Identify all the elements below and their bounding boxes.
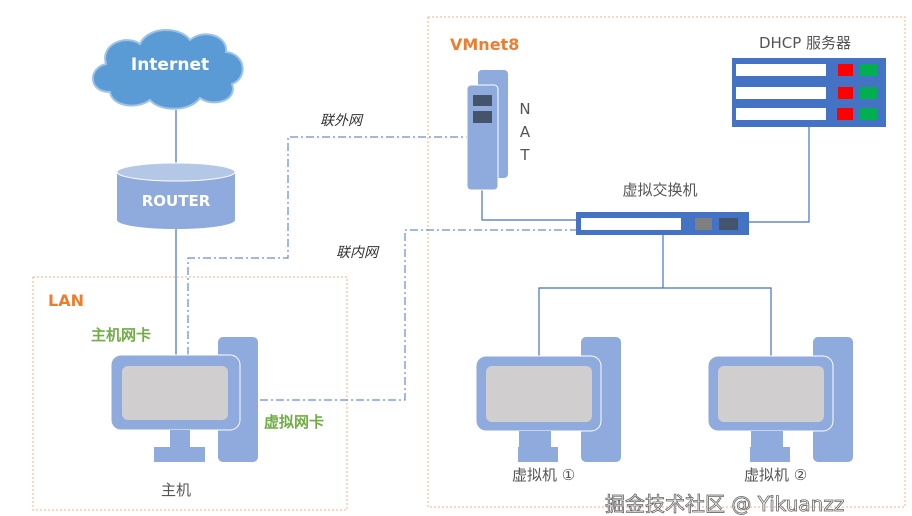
host-nic-label: 主机网卡	[91, 326, 151, 344]
switch-label: 虚拟交换机	[622, 181, 697, 199]
vm1-computer-icon	[475, 337, 621, 462]
vm2-computer-icon	[707, 337, 853, 462]
svg-text:N: N	[519, 100, 530, 118]
dhcp-server-icon	[732, 58, 886, 127]
internet-label: Internet	[131, 55, 209, 75]
vmnet8-box	[427, 16, 906, 508]
host-label: 主机	[161, 481, 191, 499]
nat-device-icon	[466, 70, 508, 191]
router-icon: ROUTER	[116, 162, 236, 229]
internal-link-label: 联内网	[336, 245, 380, 261]
lan-box	[32, 276, 348, 511]
lan-label: LAN	[48, 291, 84, 310]
external-link-label: 联外网	[320, 113, 364, 129]
virtual-nic-label: 虚拟网卡	[264, 413, 324, 431]
vm2-label: 虚拟机 ②	[744, 466, 807, 484]
host-computer-icon	[110, 337, 258, 462]
router-label: ROUTER	[142, 192, 211, 210]
external-link	[187, 136, 467, 355]
svg-text:T: T	[519, 146, 530, 164]
nat-label: N A T	[519, 100, 530, 164]
links-virtual	[187, 136, 576, 401]
virtual-switch-icon	[576, 212, 749, 235]
links-solid	[175, 110, 810, 356]
internal-link	[244, 229, 576, 401]
cloud-icon: Internet	[92, 28, 244, 110]
vm1-label: 虚拟机 ①	[512, 466, 575, 484]
svg-text:A: A	[520, 123, 531, 141]
vmnet8-label: VMnet8	[450, 35, 519, 54]
dhcp-label: DHCP 服务器	[759, 34, 851, 52]
watermark: 掘金技术社区 @ Yikuanzz	[605, 492, 844, 516]
